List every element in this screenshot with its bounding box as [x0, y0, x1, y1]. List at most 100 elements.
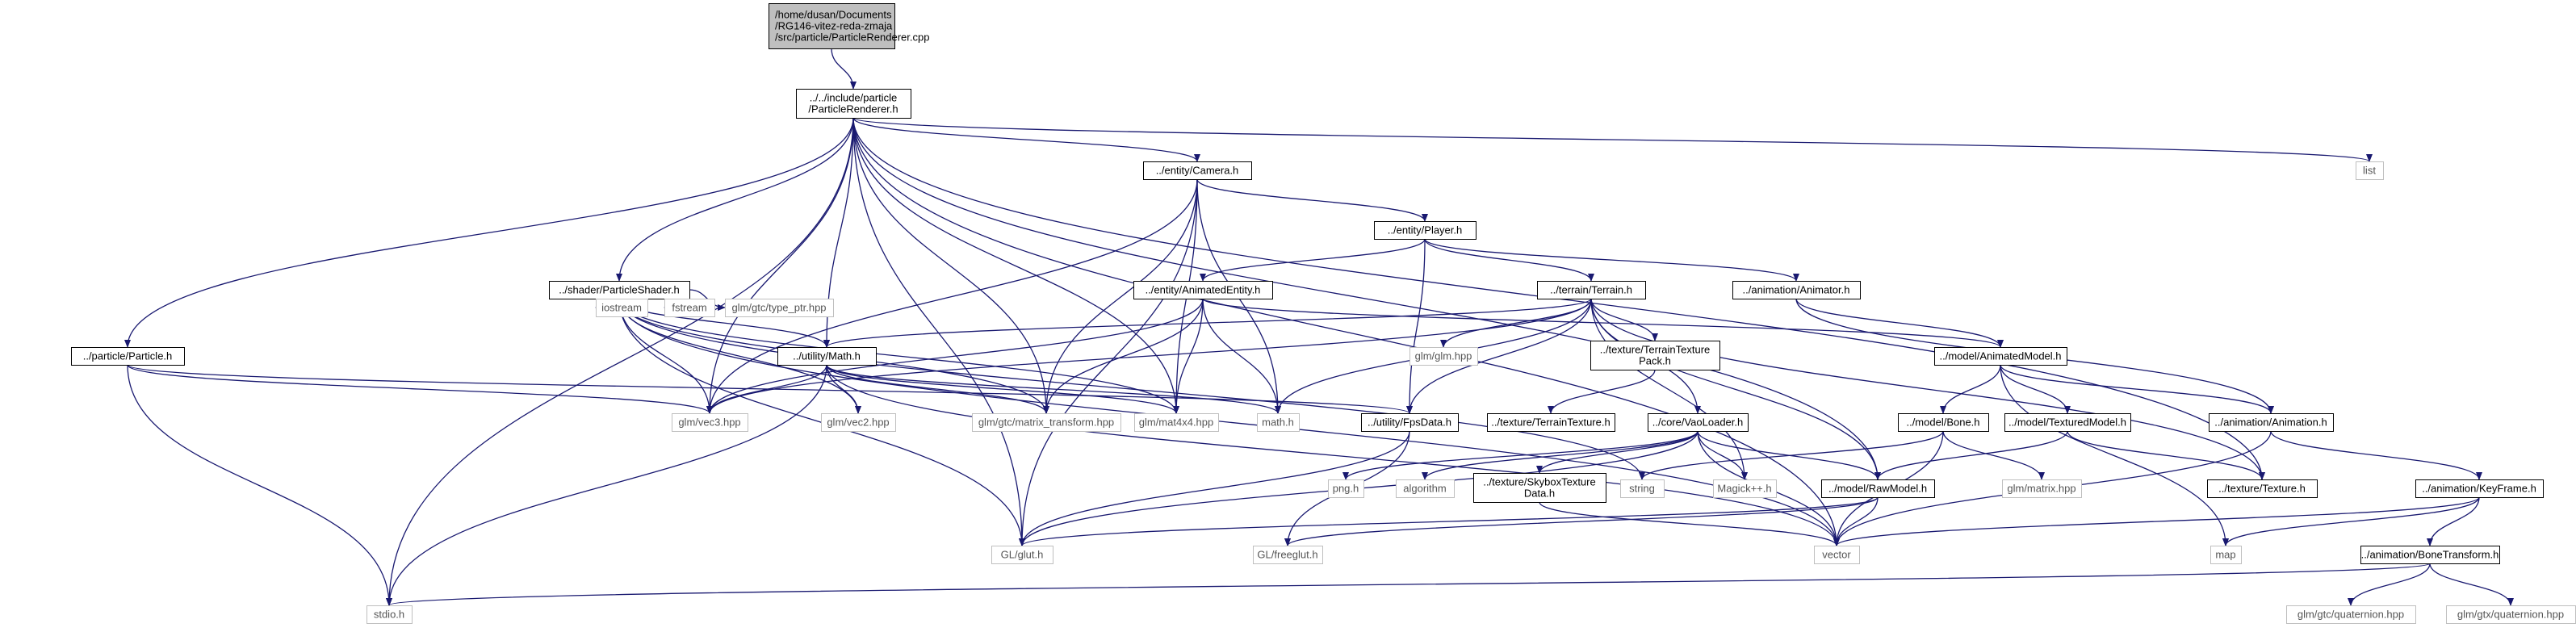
- entity-animatedentity-h-node[interactable]: ../entity/AnimatedEntity.h: [1133, 281, 1273, 299]
- node-box: [1713, 479, 1777, 498]
- node-layer: /home/dusan/Documents/RG146-vitez-reda-z…: [71, 3, 2576, 624]
- node-box: [1374, 221, 1476, 240]
- node-label: stdio.h: [374, 609, 404, 621]
- glm-matrix-hpp-node: glm/matrix.hpp: [2002, 479, 2082, 498]
- node-box: [2210, 546, 2242, 564]
- include-edge-terrain-to-fps: [1406, 298, 1592, 414]
- edge-layer: [124, 48, 2514, 606]
- include-edge-vao-to-magick: [1697, 430, 1748, 480]
- node-label: algorithm: [1403, 483, 1446, 495]
- glm-gtc-matrix-transform-hpp-node: glm/gtc/matrix_transform.hpp: [972, 413, 1121, 432]
- png-h-node: png.h: [1328, 479, 1364, 498]
- include-edge-umath-to-stdio: [386, 364, 827, 606]
- node-box: [2207, 479, 2318, 498]
- node-label: GL/glut.h: [1001, 549, 1044, 561]
- include-edge-particle-to-stdio: [127, 364, 392, 606]
- include-edge-pr-to-vector: [852, 117, 1840, 546]
- node-box: [1648, 413, 1749, 432]
- node-label: string: [1629, 483, 1655, 495]
- node-label: ../utility/FpsData.h: [1368, 416, 1451, 429]
- node-label: ../model/TexturedModel.h: [2008, 416, 2126, 429]
- home-dusan-documents-rg146-vitez-reda-zmaja-src-particle-particlerenderer-cpp-node[interactable]: /home/dusan/Documents/RG146-vitez-reda-z…: [769, 3, 930, 49]
- node-label: glm/gtc/matrix_transform.hpp: [978, 416, 1114, 429]
- gl-freeglut-h-node: GL/freeglut.h: [1253, 546, 1323, 564]
- include-edge-player-to-animator: [1424, 238, 1799, 282]
- include-edge-camera-to-player: [1196, 178, 1428, 222]
- include-particle-particlerenderer-h-node[interactable]: ../../include/particle/ParticleRenderer.…: [796, 89, 911, 119]
- model-texturedmodel-h-node[interactable]: ../model/TexturedModel.h: [2004, 413, 2131, 432]
- texture-texture-h-node[interactable]: ../texture/Texture.h: [2207, 479, 2318, 498]
- core-vaoloader-h-node[interactable]: ../core/VaoLoader.h: [1648, 413, 1749, 432]
- node-label: Pack.h: [1639, 355, 1671, 367]
- include-edge-umath-to-mat4: [826, 364, 1179, 414]
- include-edge-umath-to-mtrans: [826, 364, 1049, 414]
- animation-animator-h-node[interactable]: ../animation/Animator.h: [1732, 281, 1861, 299]
- include-edge-ttpack-to-ttex: [1548, 369, 1656, 414]
- include-edge-bonetr-to-stdio: [386, 563, 2431, 606]
- node-label: ../model/Bone.h: [1906, 416, 1979, 429]
- node-label: /RG146-vitez-reda-zmaja: [775, 20, 893, 32]
- node-label: ../utility/Math.h: [793, 350, 861, 362]
- node-label: /home/dusan/Documents: [775, 9, 892, 21]
- entity-player-h-node[interactable]: ../entity/Player.h: [1374, 221, 1476, 240]
- node-box: [1409, 347, 1478, 366]
- node-box: [2360, 546, 2500, 564]
- math-h-node: math.h: [1257, 413, 1300, 432]
- include-edge-shader-to-glut: [618, 298, 1025, 546]
- utility-math-h-node[interactable]: ../utility/Math.h: [777, 347, 877, 366]
- terrain-terrain-h-node[interactable]: ../terrain/Terrain.h: [1537, 281, 1646, 299]
- include-edge-vao-to-skybox: [1536, 430, 1698, 474]
- include-edge-shader-to-vec2: [618, 298, 861, 414]
- glm-mat4x4-hpp-node: glm/mat4x4.hpp: [1134, 413, 1219, 432]
- include-edge-animmodel-to-bone: [1940, 364, 2001, 414]
- model-animatedmodel-h-node[interactable]: ../model/AnimatedModel.h: [1934, 347, 2067, 366]
- node-label: Data.h: [1524, 488, 1555, 500]
- include-edge-pr-to-mtrans: [852, 117, 1049, 414]
- node-label: ../animation/KeyFrame.h: [2422, 483, 2536, 495]
- node-box: [725, 299, 834, 317]
- node-label: iostream: [601, 302, 642, 314]
- shader-particleshader-h-node[interactable]: ../shader/ParticleShader.h: [549, 281, 690, 299]
- node-box: [367, 605, 413, 624]
- node-label: ../texture/SkyboxTexture: [1483, 476, 1595, 488]
- include-edge-texmodel-to-texture: [2067, 430, 2265, 480]
- animation-animation-h-node[interactable]: ../animation/Animation.h: [2209, 413, 2334, 432]
- utility-fpsdata-h-node[interactable]: ../utility/FpsData.h: [1361, 413, 1459, 432]
- node-box: [1814, 546, 1860, 564]
- include-edge-terrain-to-vec3: [706, 298, 1592, 414]
- include-edge-animent-to-mathh: [1202, 298, 1281, 414]
- include-edge-camera-to-vec3: [706, 178, 1198, 414]
- node-label: ../entity/Player.h: [1388, 224, 1463, 236]
- node-box: [2209, 413, 2334, 432]
- node-box: [1821, 479, 1935, 498]
- texture-terraintexture-h-node[interactable]: ../texture/TerrainTexture.h: [1487, 413, 1615, 432]
- node-label: glm/mat4x4.hpp: [1139, 416, 1214, 429]
- node-label: vector: [1822, 549, 1851, 561]
- include-edge-rawmodel-to-freeglut: [1284, 496, 1879, 546]
- animation-keyframe-h-node[interactable]: ../animation/KeyFrame.h: [2415, 479, 2544, 498]
- algorithm-node: algorithm: [1396, 479, 1455, 498]
- node-box: [2356, 161, 2384, 180]
- node-box: [1537, 281, 1646, 299]
- include-edge-keyframe-to-vector: [1833, 496, 2480, 546]
- include-edge-animmodel-to-texmodel: [2000, 364, 2071, 414]
- particle-particle-h-node[interactable]: ../particle/Particle.h: [71, 347, 185, 366]
- include-edge-pr-to-list: [852, 117, 2373, 162]
- model-bone-h-node[interactable]: ../model/Bone.h: [1898, 413, 1989, 432]
- node-label: ../entity/Camera.h: [1156, 165, 1239, 177]
- model-rawmodel-h-node[interactable]: ../model/RawModel.h: [1821, 479, 1935, 498]
- animation-bonetransform-h-node[interactable]: ../animation/BoneTransform.h: [2360, 546, 2500, 564]
- node-label: Magick++.h: [1717, 483, 1771, 495]
- include-edge-bone-to-string: [1639, 430, 1944, 480]
- include-edge-pr-to-shader: [616, 117, 854, 282]
- include-edge-terrain-to-umath: [823, 298, 1592, 348]
- node-label: glm/gtc/quaternion.hpp: [2297, 609, 2404, 621]
- node-box: [1134, 413, 1219, 432]
- include-edge-fps-to-glut: [1019, 430, 1410, 546]
- entity-camera-h-node[interactable]: ../entity/Camera.h: [1143, 161, 1252, 180]
- node-box: [1732, 281, 1861, 299]
- include-edge-shader-to-mat4: [618, 298, 1179, 414]
- node-label: /src/particle/ParticleRenderer.cpp: [775, 31, 929, 44]
